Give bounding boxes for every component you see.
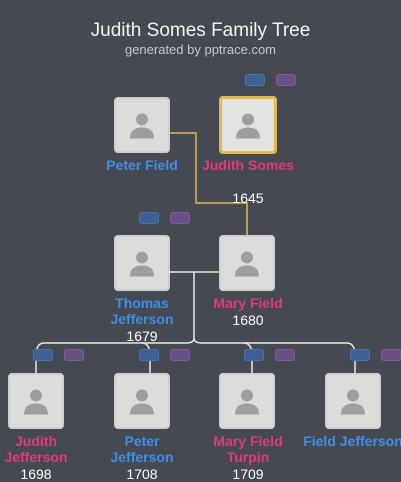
person-year-peter-jefferson: 1708 (126, 466, 158, 482)
person-card-mary-field[interactable] (219, 235, 275, 291)
tag-purple[interactable] (64, 349, 84, 361)
person-name-peter-jefferson: Peter Jefferson (110, 433, 174, 465)
person-year-judith-somes: 1645 (232, 190, 264, 206)
tag-blue[interactable] (350, 349, 370, 361)
tag-purple[interactable] (170, 349, 190, 361)
person-silhouette-icon (235, 389, 259, 415)
person-year-mary-field-turpin: 1709 (232, 466, 264, 482)
person-card-field-jefferson[interactable] (325, 373, 381, 429)
marriage-connector-highlight (170, 132, 248, 235)
page-subtitle: generated by pptrace.com (124, 42, 277, 57)
person-card-mary-field-turpin[interactable] (219, 373, 275, 429)
person-silhouette-icon (236, 113, 260, 139)
person-name-mary-field-turpin: Mary Field Turpin (213, 433, 283, 465)
person-card-peter-field[interactable] (114, 97, 170, 153)
person-silhouette-icon (130, 113, 154, 139)
person-card-judith-jefferson[interactable] (8, 373, 64, 429)
tag-blue[interactable] (139, 349, 159, 361)
person-card-thomas-jefferson[interactable] (114, 235, 170, 291)
person-silhouette-icon (130, 389, 154, 415)
tag-blue[interactable] (139, 212, 159, 224)
person-silhouette-icon (24, 389, 48, 415)
person-silhouette-icon (130, 251, 154, 277)
person-card-peter-jefferson[interactable] (114, 373, 170, 429)
person-name-thomas-jefferson: Thomas Jefferson (110, 295, 174, 327)
person-name-peter-field: Peter Field (106, 157, 178, 173)
person-year-thomas-jefferson: 1679 (126, 328, 158, 344)
person-year-mary-field: 1680 (232, 312, 264, 328)
person-card-judith-somes[interactable] (219, 96, 277, 154)
page-title: Judith Somes Family Tree (90, 20, 311, 41)
person-silhouette-icon (235, 251, 259, 277)
tag-purple[interactable] (170, 212, 190, 224)
person-name-mary-field: Mary Field (213, 295, 283, 311)
tag-blue[interactable] (244, 349, 264, 361)
person-name-judith-jefferson: Judith Jefferson (4, 433, 68, 465)
tag-purple[interactable] (276, 74, 296, 86)
tag-purple[interactable] (381, 349, 401, 361)
person-year-judith-jefferson: 1698 (20, 466, 52, 482)
tag-blue[interactable] (245, 74, 265, 86)
tag-blue[interactable] (33, 349, 53, 361)
tag-purple[interactable] (275, 349, 295, 361)
person-name-judith-somes: Judith Somes (202, 157, 294, 173)
person-name-field-jefferson: Field Jefferson (303, 433, 401, 449)
person-silhouette-icon (341, 389, 365, 415)
